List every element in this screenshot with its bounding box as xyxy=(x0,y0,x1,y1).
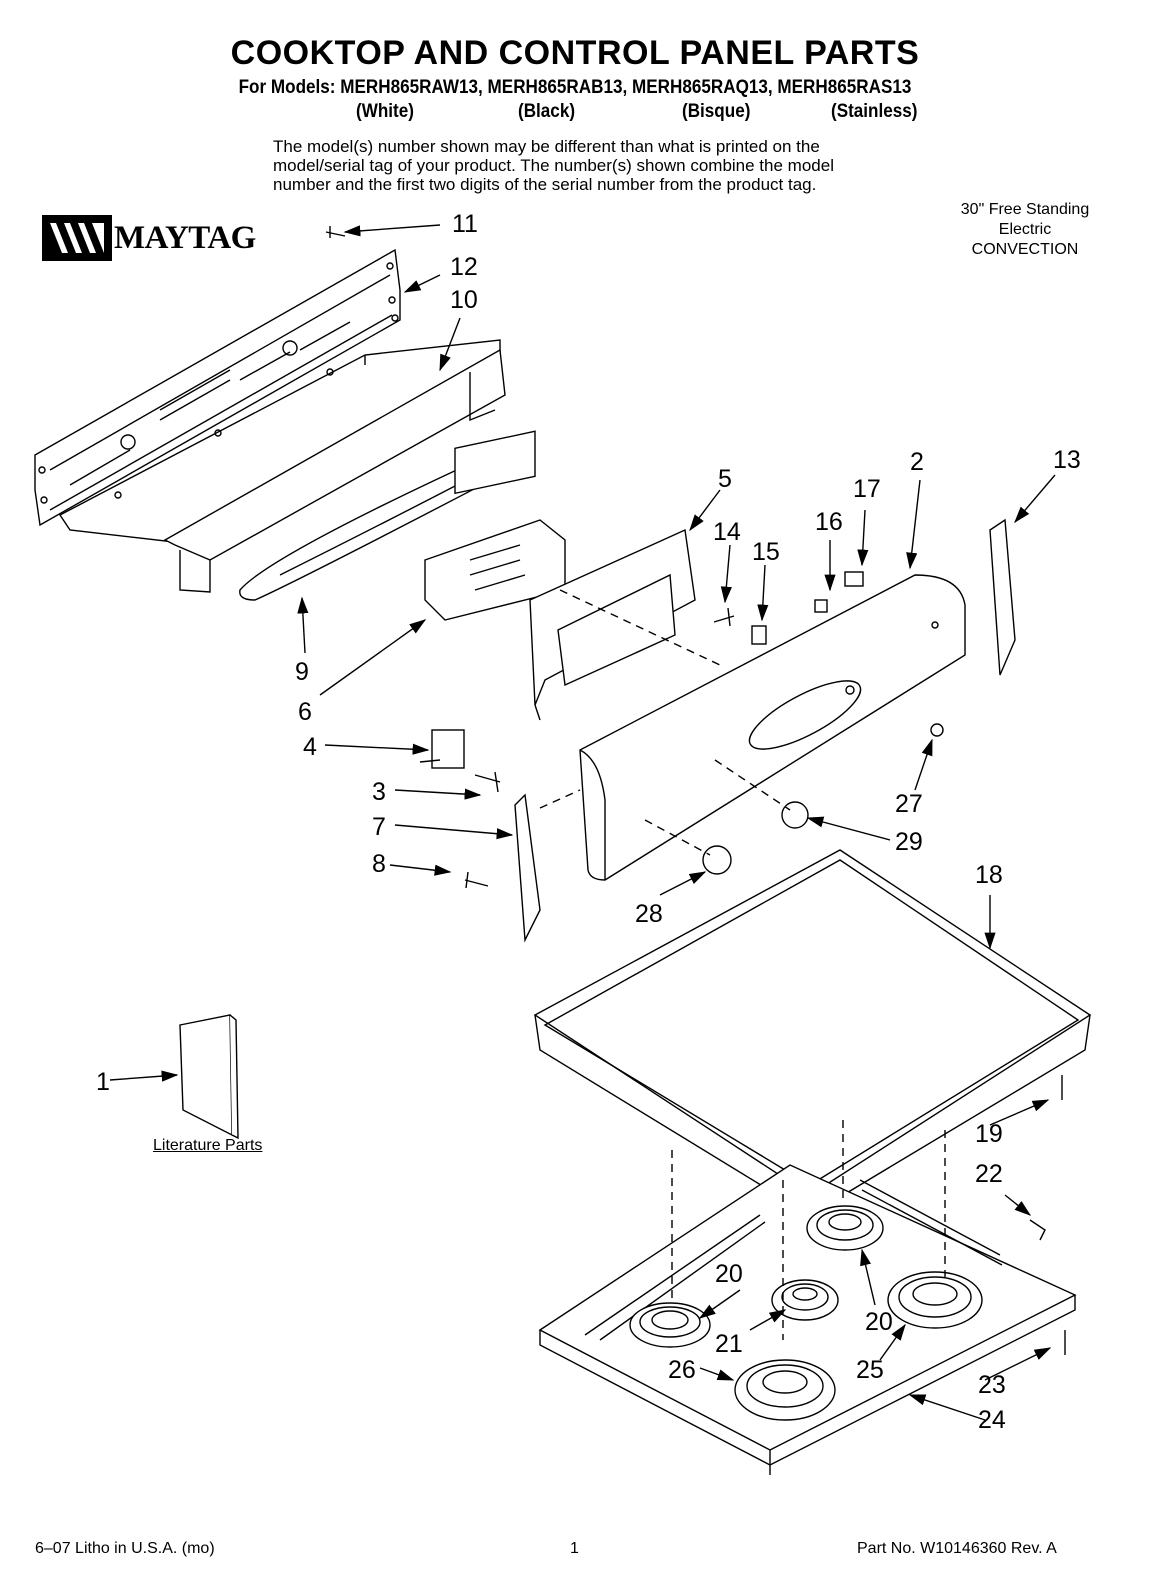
models-line: For Models: MERH865RAW13, MERH865RAB13, … xyxy=(238,77,912,98)
footer-part-number: Part No. W10146360 Rev. A xyxy=(857,1540,1057,1557)
screw-8 xyxy=(464,871,489,889)
clip-17 xyxy=(844,571,864,587)
callout-18: 18 xyxy=(975,861,1003,889)
literature-booklet xyxy=(179,1014,239,1140)
display-bracket xyxy=(529,528,696,721)
burner-20b xyxy=(806,1205,884,1251)
clip-22 xyxy=(1029,1219,1046,1241)
callout-21: 21 xyxy=(715,1330,743,1358)
note-line: number and the first two digits of the s… xyxy=(273,175,817,194)
footer-page-number: 1 xyxy=(570,1540,579,1557)
spec-line: 30" Free Standing xyxy=(960,201,1090,218)
spec-line: CONVECTION xyxy=(971,241,1079,258)
callout-11: 11 xyxy=(452,210,478,238)
callout-25: 25 xyxy=(856,1356,884,1384)
callout-28: 28 xyxy=(635,900,663,928)
callout-20b: 20 xyxy=(865,1308,893,1336)
burner-21 xyxy=(771,1279,839,1321)
callout-2: 2 xyxy=(910,448,924,476)
callout-numbers: 11 12 10 9 6 5 14 15 16 17 2 13 4 3 7 8 … xyxy=(96,210,1081,1434)
leader-lines xyxy=(109,224,1056,1421)
callout-22: 22 xyxy=(975,1160,1003,1188)
callout-8: 8 xyxy=(372,850,386,878)
control-board xyxy=(424,430,566,621)
callout-23: 23 xyxy=(978,1371,1006,1399)
screw-11 xyxy=(325,226,346,238)
product-spec: 30" Free Standing Electric CONVECTION xyxy=(940,200,1110,260)
cooktop-glass xyxy=(533,849,1092,1216)
clip-15 xyxy=(751,625,767,645)
model-note: The model(s) number shown may be differe… xyxy=(273,137,973,194)
callout-16: 16 xyxy=(815,508,843,536)
maytag-emblem-icon xyxy=(42,215,112,261)
rear-control-bracket xyxy=(34,248,401,527)
callout-27: 27 xyxy=(895,790,923,818)
callout-3: 3 xyxy=(372,778,386,806)
color-stainless: (Stainless) xyxy=(831,101,918,122)
note-line: The model(s) number shown may be differe… xyxy=(273,137,820,156)
literature-parts-label: Literature Parts xyxy=(153,1137,263,1154)
burner-20a xyxy=(629,1302,711,1348)
callout-29: 29 xyxy=(895,828,923,856)
callout-1: 1 xyxy=(96,1068,110,1096)
page-title: COOKTOP AND CONTROL PANEL PARTS xyxy=(230,34,920,72)
callout-6: 6 xyxy=(298,698,312,726)
callout-13: 13 xyxy=(1053,446,1081,474)
knob-28 xyxy=(702,845,732,875)
panel-channel xyxy=(58,339,506,593)
color-bisque: (Bisque) xyxy=(682,101,751,122)
callout-9: 9 xyxy=(295,658,309,686)
plug-27 xyxy=(930,723,944,737)
footer-litho: 6–07 Litho in U.S.A. (mo) xyxy=(35,1540,215,1557)
callout-10: 10 xyxy=(450,286,478,314)
callout-26: 26 xyxy=(668,1356,696,1384)
callout-17: 17 xyxy=(853,475,881,503)
callout-12: 12 xyxy=(450,253,478,281)
knob-29 xyxy=(781,801,809,829)
screw-3 xyxy=(474,771,501,793)
screw-14 xyxy=(713,607,735,627)
callout-4: 4 xyxy=(303,733,317,761)
clip-16 xyxy=(814,599,828,613)
color-white: (White) xyxy=(356,101,414,122)
spec-line: Electric xyxy=(998,221,1052,238)
burner-25 xyxy=(887,1271,983,1329)
callout-15: 15 xyxy=(752,538,780,566)
brand-name: MAYTAG xyxy=(114,219,256,256)
note-line: model/serial tag of your product. The nu… xyxy=(273,156,834,175)
side-trim-right xyxy=(989,518,1016,676)
switch xyxy=(419,729,465,769)
callout-14: 14 xyxy=(713,518,741,546)
callout-5: 5 xyxy=(718,465,732,493)
color-black: (Black) xyxy=(518,101,576,122)
callout-24: 24 xyxy=(978,1406,1006,1434)
main-control-panel xyxy=(579,574,966,881)
side-trim-left xyxy=(514,793,541,943)
burner-26 xyxy=(734,1359,836,1421)
callout-19: 19 xyxy=(975,1120,1003,1148)
maytag-logo: MAYTAG xyxy=(42,215,256,261)
callout-20a: 20 xyxy=(715,1260,743,1288)
callout-7: 7 xyxy=(372,813,386,841)
